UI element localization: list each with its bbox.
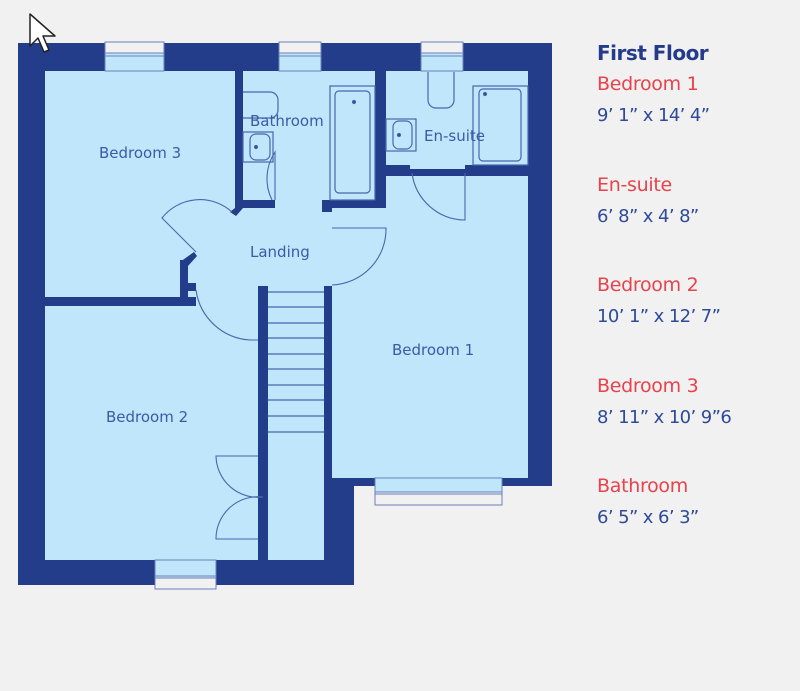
label-bedroom-3: Bedroom 3 [99,144,181,162]
room-name: Bathroom [597,475,688,497]
legend-item-bedroom-3: Bedroom 3 8’ 11” x 10’ 9”6 [597,370,797,471]
room-dimensions: 9’ 1” x 14’ 4” [597,105,710,126]
room-fills [45,71,528,560]
landing-area [188,208,332,286]
doors [161,150,466,540]
bedroom-1-door [331,227,387,286]
legend-item-bathroom: Bathroom 6’ 5” x 6’ 3” [597,470,797,571]
window-bathroom [278,41,322,72]
mouse-cursor-icon [29,13,56,53]
label-landing: Landing [250,243,310,261]
ensuite-toilet [427,72,455,109]
floor-plan: Bedroom 3 Bathroom En-suite Landing Bedr… [18,41,552,590]
cupboard-door-bottom [215,496,264,540]
window-ensuite [420,41,464,72]
staircase [268,291,324,433]
legend-item-ensuite: En-suite 6’ 8” x 4’ 8” [597,169,797,270]
label-bedroom-2: Bedroom 2 [106,408,188,426]
bathroom-bathtub [329,85,376,201]
bathroom-basin [242,131,274,163]
ensuite-door [411,172,466,221]
room-name: Bedroom 1 [597,73,699,95]
legend-item-bedroom-1: Bedroom 1 9’ 1” x 14’ 4” [597,68,797,169]
stairs-area [268,286,324,560]
room-labels: Bedroom 3 Bathroom En-suite Landing Bedr… [99,112,485,426]
bathroom-door [266,150,276,201]
interior-walls [45,71,528,560]
bedroom-1-area [332,176,528,478]
room-dimensions: 6’ 8” x 4’ 8” [597,205,699,227]
room-dimensions: 6’ 5” x 6’ 3” [597,507,699,528]
label-ensuite: En-suite [424,127,485,145]
window-bedroom-3 [104,41,165,72]
bedroom-2-landing-door [195,289,258,341]
floor-title: First Floor [597,41,709,65]
bedroom-3-door [161,199,233,253]
label-bathroom: Bathroom [250,112,324,130]
ensuite-basin [385,118,417,152]
windows [104,41,503,590]
room-dimensions-legend: First Floor Bedroom 1 9’ 1” x 14’ 4” En-… [597,38,797,571]
legend-item-bedroom-2: Bedroom 2 10’ 1” x 12’ 7” [597,269,797,370]
ensuite-area [386,71,528,169]
room-name: Bedroom 2 [597,274,699,296]
room-dimensions: 8’ 11” x 10’ 9”6 [597,406,732,428]
label-bedroom-1: Bedroom 1 [392,341,474,359]
window-bedroom-2 [154,559,217,590]
ensuite-shower [472,85,529,166]
bedroom-2-area [45,306,258,560]
room-dimensions: 10’ 1” x 12’ 7” [597,306,721,327]
window-bedroom-1 [374,477,503,506]
room-name: Bedroom 3 [597,374,699,397]
fixtures [242,72,529,433]
room-name: En-suite [597,173,672,196]
bathroom-toilet [243,91,279,119]
